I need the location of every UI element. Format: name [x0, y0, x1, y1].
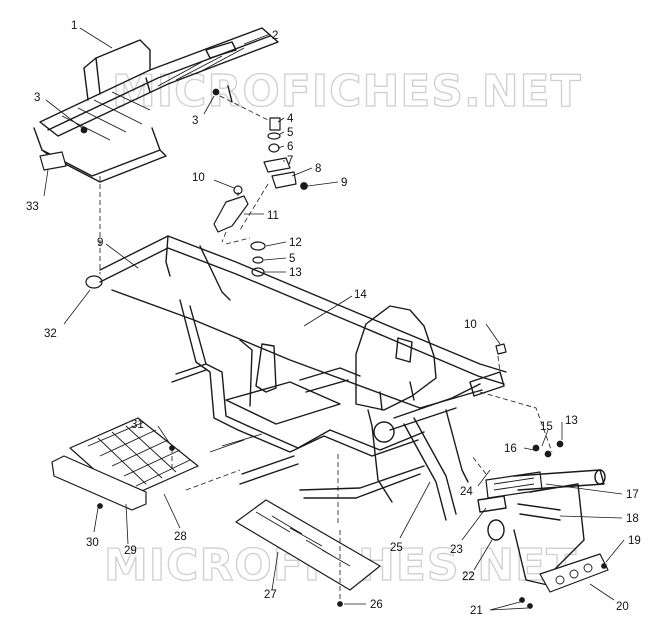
front-bumper-assembly: [477, 469, 609, 609]
callout-13-right: 13: [565, 415, 578, 427]
callout-30: 30: [86, 537, 99, 549]
frame-bolt-right: [495, 343, 507, 355]
rack-decal: [39, 151, 67, 171]
callout-12: 12: [289, 237, 302, 249]
callout-26: 26: [370, 599, 383, 611]
rack-mount-hardware: [80, 88, 308, 190]
callout-28: 28: [174, 531, 187, 543]
callout-1: 1: [71, 20, 77, 32]
callout-31: 31: [131, 419, 144, 431]
callout-27: 27: [264, 589, 277, 601]
rear-rack: [33, 27, 279, 183]
callout-5-upper: 5: [287, 127, 293, 139]
callout-3-left: 3: [34, 92, 40, 104]
callout-10-right: 10: [464, 319, 477, 331]
callout-6: 6: [287, 141, 293, 153]
callout-32: 32: [44, 328, 57, 340]
callout-20: 20: [616, 601, 629, 613]
assembly-lines: [99, 95, 553, 600]
callout-9-upper: 9: [341, 177, 347, 189]
callout-4: 4: [287, 113, 294, 125]
leader-lines: [43, 27, 625, 611]
callout-2: 2: [272, 30, 278, 42]
callout-9-lower: 9: [97, 237, 103, 249]
callout-24: 24: [460, 486, 473, 498]
callout-15: 15: [540, 421, 553, 433]
callout-11: 11: [267, 210, 279, 222]
callout-22: 22: [462, 571, 475, 583]
callout-29: 29: [124, 545, 137, 557]
callout-8: 8: [315, 163, 321, 175]
callout-3-right: 3: [192, 115, 198, 127]
callout-14: 14: [354, 289, 367, 301]
main-frame: [99, 235, 507, 521]
callout-33: 33: [26, 201, 39, 213]
callout-19: 19: [628, 535, 641, 547]
callout-numbers: 1 2 3 3 4 5 6 7 8 9 10 11 9 12 5 13 14 3…: [26, 20, 641, 617]
callout-17: 17: [626, 489, 639, 501]
callout-16: 16: [504, 443, 517, 455]
left-footrest: [51, 417, 199, 511]
right-footrest: [485, 440, 564, 499]
callout-13-left: 13: [289, 267, 302, 279]
callout-10-upper: 10: [192, 172, 205, 184]
rack-bracket: [213, 195, 249, 233]
watermark-top: MICROFICHES.NET: [112, 66, 582, 117]
callout-18: 18: [626, 513, 639, 525]
callout-23: 23: [450, 544, 463, 556]
frame-end-cap: [85, 275, 103, 289]
callout-25: 25: [390, 542, 403, 554]
callout-5-lower: 5: [289, 253, 295, 265]
skid-plate: [235, 499, 381, 607]
callout-7: 7: [287, 155, 293, 167]
callout-21: 21: [470, 605, 483, 617]
